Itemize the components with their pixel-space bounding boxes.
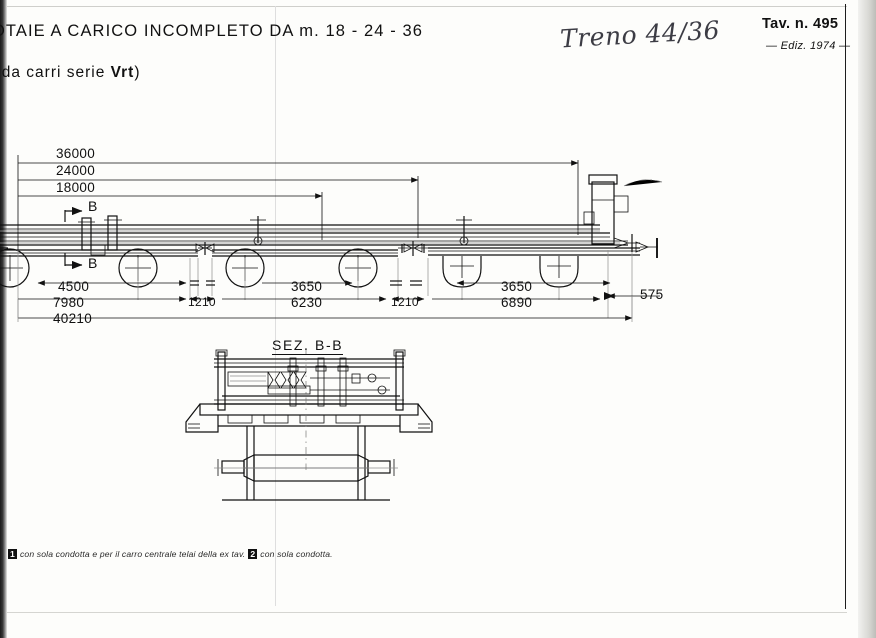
section-arrow-marks xyxy=(64,206,83,270)
title-subject-prefix: i da carri serie xyxy=(0,64,111,81)
section-marker-b-bottom: B xyxy=(88,255,98,271)
dimension-3650-left: 3650 xyxy=(291,279,323,294)
drawing-title-line-1: OTAIE A CARICO INCOMPLETO DA m. 18 - 24 … xyxy=(0,22,424,40)
footnote-marker-1: 1 xyxy=(8,549,17,559)
dimension-18000: 18000 xyxy=(56,180,96,195)
footnote-text-2: con sola condotta. xyxy=(260,549,333,559)
extension-lines xyxy=(17,250,633,318)
section-marker-b-top: B xyxy=(88,198,98,214)
dimension-3650-right: 3650 xyxy=(501,279,533,294)
dimension-4500: 4500 xyxy=(58,279,90,294)
scan-edge-left xyxy=(0,0,7,638)
rail-load-bundle xyxy=(0,224,628,246)
dimension-36000: 36000 xyxy=(56,146,96,161)
brake-cabin-structure xyxy=(583,174,663,252)
dimension-40210: 40210 xyxy=(53,311,93,326)
page-border-top xyxy=(7,6,847,7)
section-bb-drawing xyxy=(185,348,433,501)
lower-dimension-row-1 xyxy=(37,280,611,286)
title-subject-suffix: ) xyxy=(134,64,141,81)
dimension-6890: 6890 xyxy=(501,295,533,310)
wagon-frames xyxy=(0,247,640,257)
dimension-1210-right: 1210 xyxy=(391,295,419,309)
dimension-24000: 24000 xyxy=(56,163,96,178)
dimension-6230: 6230 xyxy=(291,295,323,310)
wagon-couplings xyxy=(0,238,658,258)
lower-dimension-row-3 xyxy=(17,296,633,322)
lower-dimension-row-2 xyxy=(18,292,660,302)
page-fold-line xyxy=(275,6,276,606)
dimension-7980: 7980 xyxy=(53,295,85,310)
plate-number: Tav. n. 495 xyxy=(762,16,839,32)
edition-label: — Ediz. 1974 — xyxy=(766,40,851,52)
page-border-bottom xyxy=(7,612,847,613)
section-bb-label: SEZ. B-B xyxy=(272,337,344,355)
footnote-marker-2: 2 xyxy=(248,549,258,559)
dimension-575: 575 xyxy=(640,287,664,302)
scan-edge-right xyxy=(858,0,876,638)
dimension-1210-left: 1210 xyxy=(188,295,216,309)
title-series-code: Vrt xyxy=(110,64,135,81)
page-border-right xyxy=(845,4,846,609)
footnote-text-1: con sola condotta e per il carro central… xyxy=(19,549,246,559)
upper-dimension-lines xyxy=(17,155,579,250)
drawing-title-line-2: i da carri serie Vrt) xyxy=(0,64,141,82)
bogie-group-right xyxy=(442,256,579,288)
